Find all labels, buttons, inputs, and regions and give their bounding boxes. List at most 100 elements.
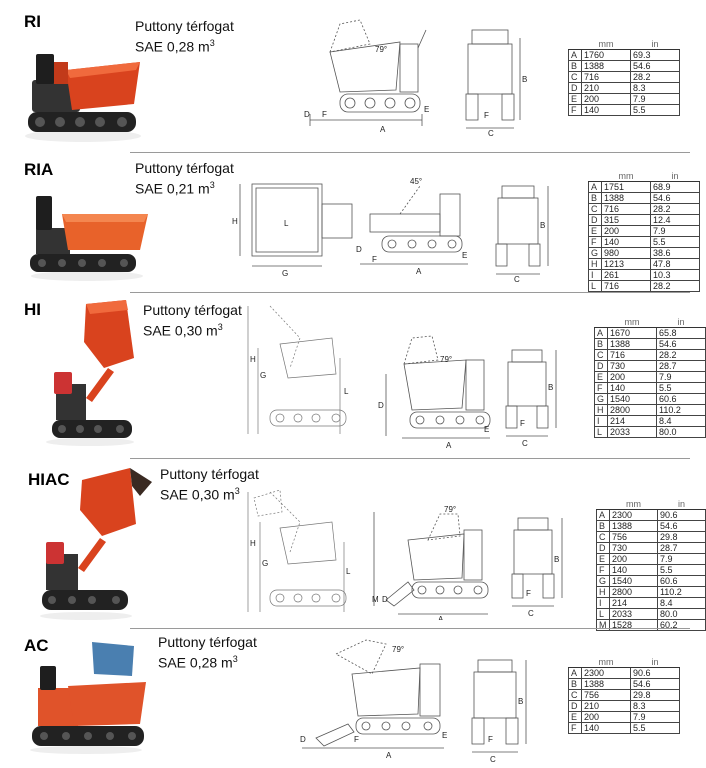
table-cell: 716 bbox=[601, 280, 651, 292]
machine-photo bbox=[30, 642, 146, 754]
table-cell: H bbox=[588, 258, 602, 270]
table-cell: C bbox=[568, 71, 582, 83]
table-cell: 1751 bbox=[601, 181, 651, 193]
table-cell: 2033 bbox=[608, 608, 658, 620]
svg-text:F: F bbox=[372, 255, 377, 264]
table-cell: 28.2 bbox=[630, 71, 680, 83]
table-cell: 80.0 bbox=[656, 426, 706, 438]
model-section-hiac: HIAC Puttony térfogat SAE 0,30 m3 H G L bbox=[0, 460, 706, 631]
table-cell: 54.6 bbox=[630, 60, 680, 72]
svg-text:H: H bbox=[250, 355, 256, 364]
table-cell: G bbox=[596, 575, 610, 587]
svg-text:A: A bbox=[386, 751, 392, 760]
table-cell: H bbox=[594, 404, 608, 416]
svg-text:B: B bbox=[548, 383, 553, 392]
table-cell: 5.5 bbox=[656, 564, 706, 576]
svg-text:F: F bbox=[520, 419, 525, 428]
table-cell: 47.8 bbox=[650, 258, 700, 270]
top-view-drawing: H L G bbox=[232, 183, 353, 278]
table-cell: 200 bbox=[607, 371, 657, 383]
table-cell: 68.9 bbox=[650, 181, 700, 193]
table-cell: E bbox=[588, 225, 602, 237]
table-cell: 2800 bbox=[607, 404, 657, 416]
machine-photo bbox=[40, 468, 152, 620]
caption-value: SAE 0,21 m3 bbox=[135, 180, 215, 197]
table-cell: D bbox=[568, 700, 582, 712]
model-code: RIA bbox=[24, 160, 54, 179]
table-cell: C bbox=[588, 203, 602, 215]
table-cell: 200 bbox=[581, 711, 631, 723]
tip-angle: 45° bbox=[410, 177, 422, 186]
table-cell: 5.5 bbox=[630, 722, 680, 734]
table-cell: D bbox=[568, 82, 582, 94]
machine-photo bbox=[46, 300, 134, 446]
table-cell: 90.6 bbox=[630, 667, 680, 679]
table-cell: 110.2 bbox=[656, 586, 706, 598]
front-view-drawing: B C bbox=[495, 185, 549, 282]
table-cell: 90.6 bbox=[656, 509, 706, 521]
table-cell: F bbox=[568, 722, 582, 734]
column-header bbox=[596, 498, 610, 510]
caption-label: Puttony térfogat bbox=[160, 466, 259, 482]
svg-text:L: L bbox=[346, 567, 351, 576]
column-header: in bbox=[650, 170, 700, 182]
section-divider bbox=[130, 152, 690, 153]
table-cell: 210 bbox=[581, 700, 631, 712]
model-code: HIAC bbox=[28, 470, 70, 489]
machine-photo bbox=[30, 196, 148, 281]
caption-value: SAE 0,30 m3 bbox=[160, 486, 240, 503]
svg-text:L: L bbox=[344, 387, 349, 396]
table-cell: 2033 bbox=[607, 426, 657, 438]
table-cell: 716 bbox=[601, 203, 651, 215]
table-cell: I bbox=[588, 269, 602, 281]
table-cell: 5.5 bbox=[656, 382, 706, 394]
table-cell: 110.2 bbox=[656, 404, 706, 416]
svg-text:D: D bbox=[304, 110, 310, 119]
section-divider bbox=[130, 458, 690, 459]
table-cell: 1388 bbox=[607, 338, 657, 350]
table-cell: 140 bbox=[601, 236, 651, 248]
table-cell: 2800 bbox=[608, 586, 658, 598]
model-code: RI bbox=[24, 12, 41, 31]
table-cell: 5.5 bbox=[650, 236, 700, 248]
table-cell: 730 bbox=[608, 542, 658, 554]
svg-text:D: D bbox=[382, 595, 388, 604]
caption-label: Puttony térfogat bbox=[158, 634, 257, 650]
column-header: mm bbox=[581, 656, 631, 668]
side-view-drawing: 79° D F A E bbox=[300, 639, 447, 760]
svg-text:L: L bbox=[284, 219, 289, 228]
caption-value: SAE 0,28 m3 bbox=[158, 654, 238, 671]
table-cell: F bbox=[596, 564, 610, 576]
table-cell: I bbox=[594, 415, 608, 427]
table-cell: L bbox=[596, 608, 610, 620]
svg-text:H: H bbox=[232, 217, 238, 226]
table-cell: 1388 bbox=[608, 520, 658, 532]
table-cell: 200 bbox=[581, 93, 631, 105]
table-cell: 140 bbox=[581, 104, 631, 116]
table-cell: E bbox=[568, 711, 582, 723]
svg-text:B: B bbox=[554, 555, 559, 564]
svg-text:B: B bbox=[522, 75, 527, 84]
table-cell: 80.0 bbox=[656, 608, 706, 620]
side-view-drawing: 79° D F A E bbox=[304, 19, 429, 134]
table-cell: 8.4 bbox=[656, 415, 706, 427]
table-cell: 7.9 bbox=[650, 225, 700, 237]
caption-value: SAE 0,28 m3 bbox=[135, 38, 215, 55]
table-cell: H bbox=[596, 586, 610, 598]
svg-text:E: E bbox=[442, 731, 447, 740]
